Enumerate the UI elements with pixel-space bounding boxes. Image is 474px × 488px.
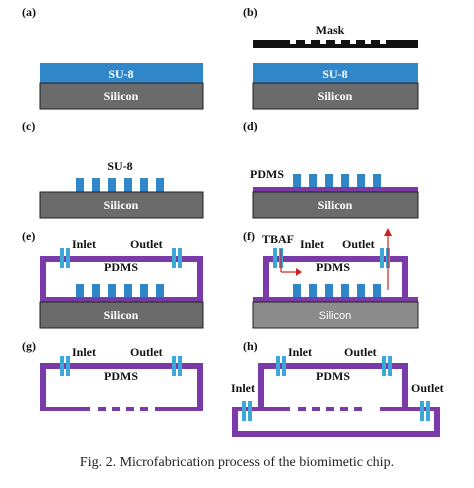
flow-in-arrow — [280, 249, 302, 276]
silicon-label: Silicon — [319, 310, 351, 322]
su8-pillars — [293, 174, 381, 190]
panel-label-e: (e) — [22, 229, 35, 243]
upper-outlet-label: Outlet — [344, 345, 377, 359]
panel-label-d: (d) — [243, 119, 258, 133]
pdms-layer — [253, 187, 418, 192]
lower-outlet-port — [420, 401, 430, 421]
pdms-cover — [263, 256, 408, 300]
pdms-layer — [40, 297, 203, 302]
panel-label-f: (f) — [243, 229, 255, 243]
silicon-substrate — [252, 82, 419, 110]
panel-label-c: (c) — [22, 119, 35, 133]
panel-label-a: (a) — [22, 5, 36, 19]
inlet-label: Inlet — [300, 237, 324, 251]
silicon-label: Silicon — [318, 89, 353, 103]
figure-caption: Fig. 2. Microfabrication process of the … — [79, 455, 395, 470]
inlet-label: Inlet — [72, 345, 96, 359]
tbaf-label: TBAF — [262, 232, 294, 246]
silicon-substrate — [252, 301, 419, 329]
upper-inlet-port — [276, 356, 286, 376]
silicon-substrate — [39, 301, 204, 329]
pdms-label: PDMS — [104, 260, 138, 274]
silicon-substrate — [39, 82, 204, 110]
lower-inlet-port — [242, 401, 252, 421]
su8-label: SU-8 — [107, 159, 132, 173]
outlet-label: Outlet — [130, 345, 163, 359]
silicon-substrate — [39, 191, 204, 219]
pdms-label: PDMS — [104, 369, 138, 383]
flow-out-arrow — [384, 228, 392, 290]
outlet-label: Outlet — [130, 237, 163, 251]
pdms-cover — [40, 256, 203, 300]
microfabrication-diagram: (a) SU-8 Silicon (b) Mask SU-8 Silicon (… — [22, 5, 444, 437]
outlet-port — [172, 356, 182, 376]
inlet-label: Inlet — [72, 237, 96, 251]
outlet-port — [172, 248, 182, 268]
silicon-label: Silicon — [318, 198, 353, 212]
panel-label-g: (g) — [22, 339, 36, 353]
mask-label: Mask — [316, 23, 345, 37]
upper-outlet-port — [382, 356, 392, 376]
panel-label-b: (b) — [243, 5, 258, 19]
su8-pillars — [76, 284, 164, 300]
pdms-upper-channel — [258, 363, 408, 411]
su8-layer — [253, 63, 418, 83]
su8-pillars — [293, 284, 381, 300]
su8-label: SU-8 — [108, 67, 133, 81]
lower-outlet-label: Outlet — [411, 381, 444, 395]
su8-label: SU-8 — [322, 67, 347, 81]
inlet-port — [60, 248, 70, 268]
pdms-label: PDMS — [250, 167, 284, 181]
silicon-substrate — [252, 191, 419, 219]
pdms-channel — [40, 363, 203, 411]
pdms-layer — [253, 297, 418, 302]
pdms-label: PDMS — [316, 369, 350, 383]
upper-inlet-label: Inlet — [288, 345, 312, 359]
inlet-port — [60, 356, 70, 376]
panel-label-h: (h) — [243, 339, 258, 353]
pdms-label: PDMS — [316, 260, 350, 274]
outlet-label: Outlet — [342, 237, 375, 251]
su8-pillars — [76, 178, 164, 192]
silicon-label: Silicon — [104, 308, 139, 322]
silicon-label: Silicon — [104, 198, 139, 212]
photomask — [253, 40, 418, 48]
lower-inlet-label: Inlet — [231, 381, 255, 395]
su8-layer — [40, 63, 203, 83]
silicon-label: Silicon — [104, 89, 139, 103]
pdms-lower-channel — [232, 407, 440, 437]
